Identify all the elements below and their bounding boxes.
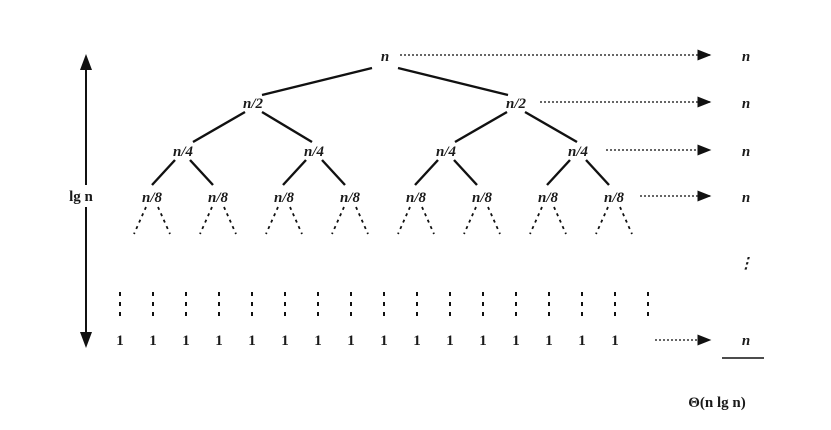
node-level2: n/4 bbox=[304, 144, 325, 160]
leaf: 1 bbox=[611, 333, 619, 349]
total-cost: Θ(n lg n) bbox=[688, 395, 746, 411]
node-level1: n/2 bbox=[506, 96, 527, 112]
node-level3: n/8 bbox=[538, 190, 559, 206]
edge-root-right bbox=[397, 66, 509, 97]
leaf: 1 bbox=[182, 333, 190, 349]
edge-l2a-left bbox=[151, 159, 176, 186]
node-level3: n/8 bbox=[142, 190, 163, 206]
edge-l2c-left bbox=[414, 159, 439, 186]
level-cost-arrows bbox=[400, 49, 712, 346]
edge-l2d-left bbox=[546, 159, 571, 186]
level-cost: n bbox=[742, 333, 750, 349]
node-level3: n/8 bbox=[340, 190, 361, 206]
leaf: 1 bbox=[215, 333, 223, 349]
leaf-vertical-dots bbox=[119, 292, 649, 322]
node-level1: n/2 bbox=[243, 96, 264, 112]
height-label: lg n bbox=[69, 189, 93, 205]
edge-l2c-right bbox=[453, 159, 478, 186]
tree-edges bbox=[151, 66, 610, 186]
edge-l1a-right bbox=[261, 110, 313, 144]
level-costs: n n n n ⋮ n Θ(n lg n) bbox=[688, 49, 764, 411]
node-level2: n/4 bbox=[173, 144, 194, 160]
edge-l1b-left bbox=[454, 110, 508, 144]
leaf: 1 bbox=[248, 333, 256, 349]
edge-l2a-right bbox=[189, 159, 214, 186]
edge-l2b-left bbox=[282, 159, 307, 186]
up-arrowhead-icon bbox=[80, 54, 92, 70]
leaf: 1 bbox=[413, 333, 421, 349]
leaf: 1 bbox=[578, 333, 586, 349]
node-level2: n/4 bbox=[436, 144, 457, 160]
leaf: 1 bbox=[149, 333, 157, 349]
level-cost: n bbox=[742, 144, 750, 160]
edge-l1b-right bbox=[524, 110, 578, 144]
edge-root-left bbox=[261, 66, 373, 97]
down-arrowhead-icon bbox=[80, 332, 92, 348]
dotted-continuations bbox=[133, 206, 633, 235]
tree-nodes: n n/2 n/2 n/4 n/4 n/4 n/4 n/8 n/8 n/8 n/… bbox=[142, 49, 625, 206]
node-root: n bbox=[381, 49, 389, 65]
level-cost: n bbox=[742, 96, 750, 112]
leaf-row: 1 1 1 1 1 1 1 1 1 1 1 1 1 1 1 1 bbox=[116, 333, 619, 349]
node-level3: n/8 bbox=[472, 190, 493, 206]
level-cost: n bbox=[742, 49, 750, 65]
leaf: 1 bbox=[380, 333, 388, 349]
edge-l1a-left bbox=[192, 110, 246, 144]
leaf: 1 bbox=[347, 333, 355, 349]
height-indicator: lg n bbox=[68, 54, 116, 348]
edge-l2d-right bbox=[585, 159, 610, 186]
leaf: 1 bbox=[545, 333, 553, 349]
node-level3: n/8 bbox=[274, 190, 295, 206]
node-level3: n/8 bbox=[604, 190, 625, 206]
level-ellipsis: ⋮ bbox=[739, 256, 754, 272]
leaf: 1 bbox=[446, 333, 454, 349]
leaf: 1 bbox=[281, 333, 289, 349]
node-level3: n/8 bbox=[406, 190, 427, 206]
leaf: 1 bbox=[512, 333, 520, 349]
level-cost: n bbox=[742, 190, 750, 206]
leaf: 1 bbox=[116, 333, 124, 349]
leaf: 1 bbox=[479, 333, 487, 349]
edge-l2b-right bbox=[321, 159, 346, 186]
leaf: 1 bbox=[314, 333, 322, 349]
node-level2: n/4 bbox=[568, 144, 589, 160]
node-level3: n/8 bbox=[208, 190, 229, 206]
